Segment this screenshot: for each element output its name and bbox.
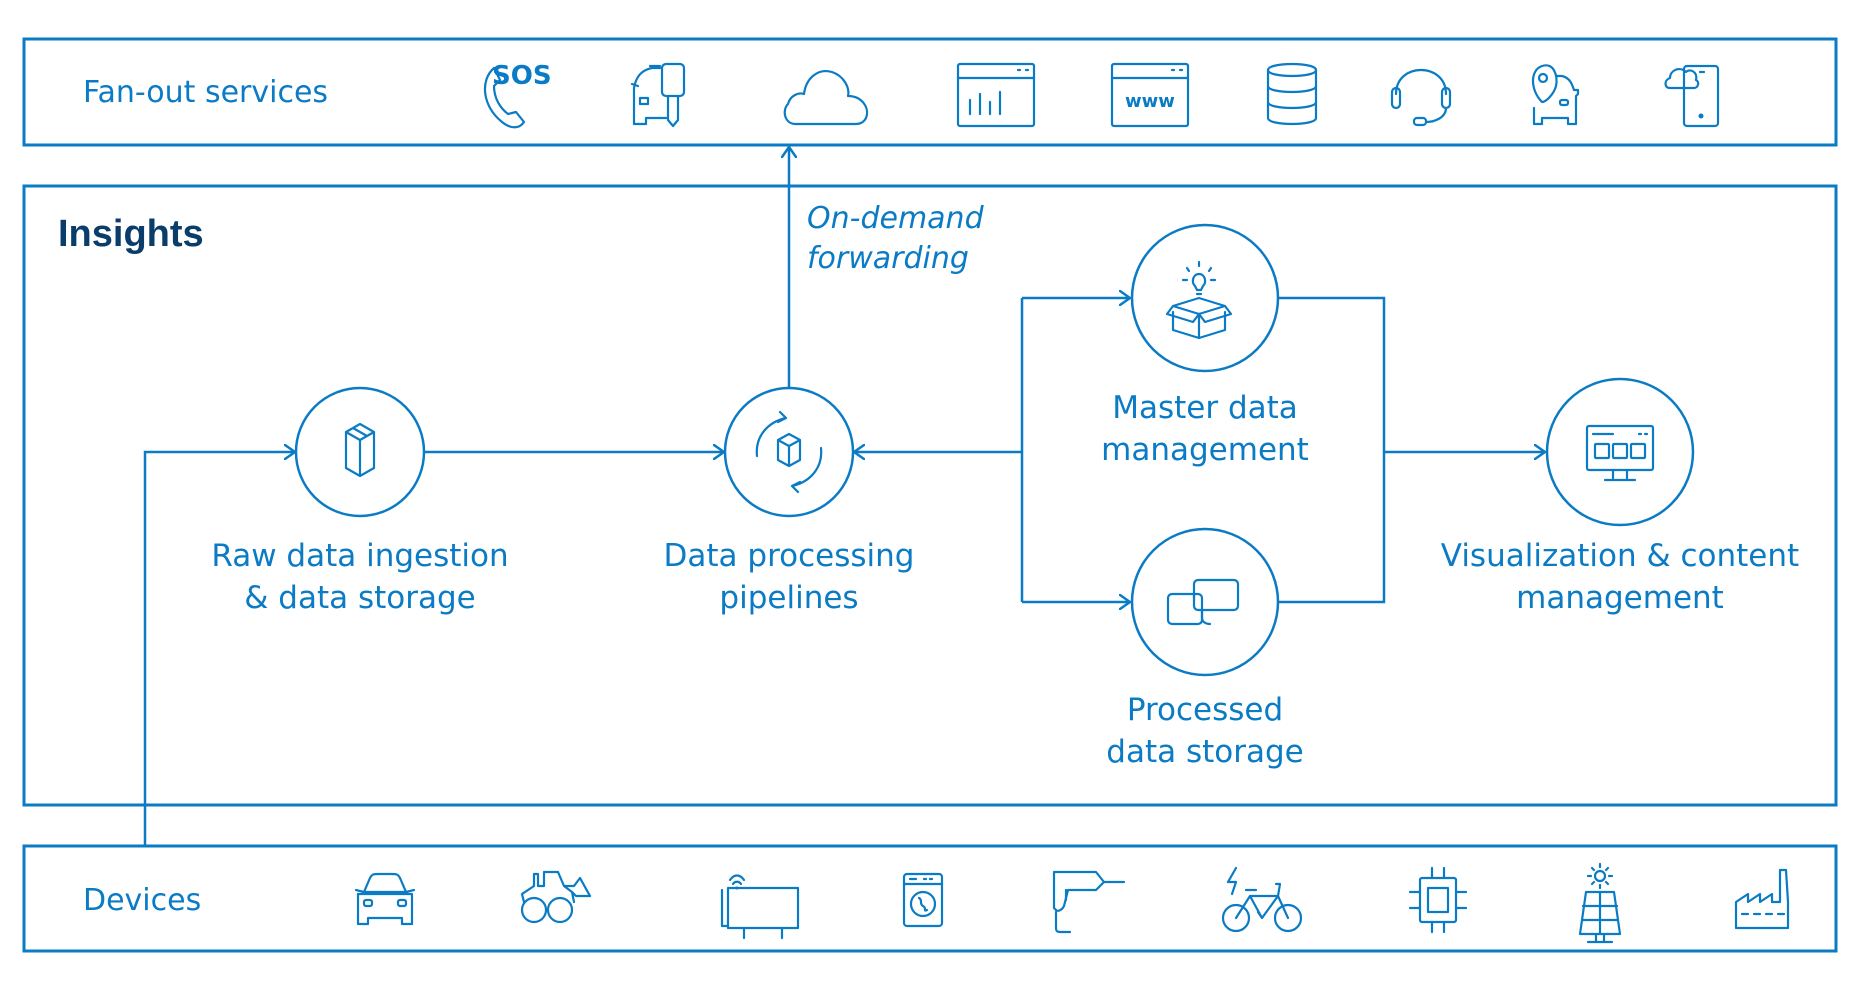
sos-call-icon: SOS bbox=[483, 61, 552, 129]
box-cycle-icon bbox=[755, 410, 823, 494]
fanout-label: Fan-out services bbox=[83, 75, 328, 110]
visualization-node-label-2: management bbox=[1516, 580, 1724, 616]
processing-node-label-2: pipelines bbox=[719, 580, 858, 616]
open-box-idea-icon bbox=[1165, 260, 1233, 340]
raw-node-label-2: & data storage bbox=[244, 580, 475, 616]
devices-label: Devices bbox=[83, 883, 201, 918]
processed-node-label-2: data storage bbox=[1106, 734, 1303, 770]
svg-text:www: www bbox=[1125, 91, 1175, 112]
right-bracket-line bbox=[1279, 296, 1386, 604]
forwarding-label-line2: forwarding bbox=[807, 241, 969, 276]
devices-to-raw-arrow bbox=[143, 452, 295, 846]
cloud-icon bbox=[783, 70, 869, 126]
monitor-dashboard-icon bbox=[1585, 424, 1655, 482]
processing-node-label-1: Data processing bbox=[664, 538, 915, 574]
car-location-icon bbox=[1531, 64, 1580, 126]
power-drill-icon bbox=[1052, 870, 1126, 934]
database-icon bbox=[1266, 62, 1318, 126]
visualization-node-label-1: Visualization & content bbox=[1441, 538, 1799, 574]
forwarding-label-line1: On-demand bbox=[807, 201, 985, 236]
linked-storage-icon bbox=[1166, 578, 1240, 626]
processed-node-circle bbox=[1130, 527, 1280, 677]
node-raw-data-ingestion[interactable]: Raw data ingestion & data storage bbox=[211, 386, 509, 616]
node-data-processing[interactable]: Data processing pipelines bbox=[664, 386, 915, 616]
box-icon bbox=[344, 422, 376, 478]
dashboard-chart-icon bbox=[956, 62, 1036, 128]
visualization-node-circle bbox=[1545, 377, 1695, 527]
node-master-data-management[interactable]: Master data management bbox=[1101, 223, 1309, 468]
connected-appliance-icon bbox=[720, 874, 800, 940]
devices-box bbox=[22, 844, 1838, 953]
master-node-label-1: Master data bbox=[1112, 390, 1298, 426]
flow-connectors: On-demand forwarding bbox=[143, 147, 1545, 846]
car-key-icon bbox=[630, 62, 686, 128]
master-node-label-2: management bbox=[1101, 432, 1309, 468]
solar-panel-icon bbox=[1578, 862, 1622, 944]
cloud-phone-icon bbox=[1664, 64, 1720, 128]
insights-title: Insights bbox=[58, 213, 204, 255]
chip-icon bbox=[1408, 866, 1468, 934]
washing-machine-icon bbox=[902, 872, 944, 928]
node-visualization-content-management[interactable]: Visualization & content management bbox=[1441, 377, 1799, 616]
headset-icon bbox=[1390, 69, 1452, 127]
factory-icon bbox=[1734, 868, 1790, 930]
processed-node-label-1: Processed bbox=[1127, 692, 1283, 728]
raw-node-label-1: Raw data ingestion bbox=[211, 538, 508, 574]
fanout-services-panel: Fan-out services SOS www bbox=[22, 37, 1838, 147]
node-processed-data-storage[interactable]: Processed data storage bbox=[1106, 527, 1304, 770]
devices-panel: Devices bbox=[22, 844, 1838, 953]
car-icon bbox=[354, 872, 416, 926]
master-node-circle bbox=[1130, 223, 1280, 373]
e-bike-icon bbox=[1221, 866, 1303, 933]
web-browser-icon: www bbox=[1110, 62, 1190, 128]
tractor-loader-icon bbox=[520, 870, 592, 924]
svg-text:SOS: SOS bbox=[492, 61, 552, 91]
